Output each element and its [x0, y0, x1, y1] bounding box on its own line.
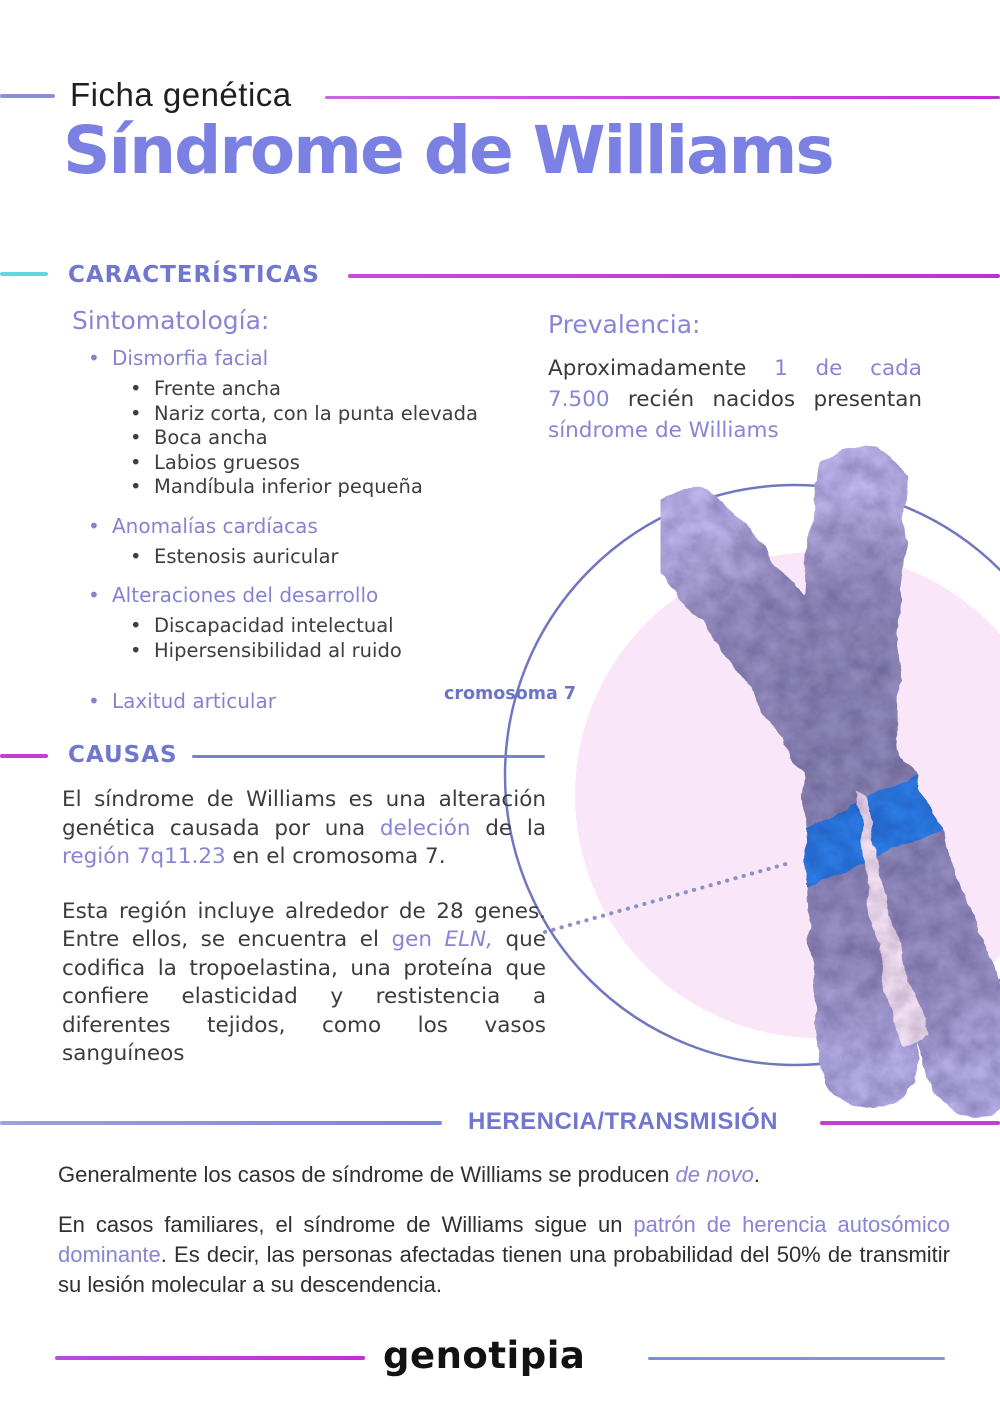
symptom-item: Labios gruesos — [86, 451, 540, 476]
causas-text-block: El síndrome de Williams es una alteració… — [62, 786, 546, 1069]
symptom-item: Nariz corta, con la punta elevada — [86, 402, 540, 427]
leader-dotted-line — [543, 860, 795, 934]
herencia-left-rule — [0, 1121, 442, 1125]
footer-right-rule — [648, 1357, 945, 1360]
header-left-rule — [0, 94, 55, 98]
symptom-sublist: Frente anchaNariz corta, con la punta el… — [86, 377, 540, 500]
logo-bar-cyan — [608, 1342, 615, 1369]
chromosome-7-label: cromosoma 7 — [444, 684, 577, 704]
causas-heading: CAUSAS — [68, 742, 178, 768]
body-text: . Es decir, las personas afectadas tiene… — [58, 1242, 950, 1297]
caracteristicas-left-rule — [0, 272, 48, 276]
causas-left-rule — [0, 754, 48, 758]
body-text: Aproximadamente — [548, 356, 775, 381]
body-text: El síndrome de Williams es una alteració… — [62, 787, 546, 841]
symptom-item: Mandíbula inferior pequeña — [86, 475, 540, 500]
herencia-paragraph-1: Generalmente los casos de síndrome de Wi… — [58, 1162, 950, 1188]
herencia-heading: HERENCIA/TRANSMISIÓN — [468, 1108, 779, 1135]
highlighted-text: región 7q11.23 — [62, 844, 226, 869]
herencia-right-rule — [820, 1121, 1000, 1125]
symptom-group: Laxitud articular — [86, 689, 540, 713]
highlighted-text: ELN, — [444, 927, 493, 952]
footer-left-rule — [55, 1356, 365, 1360]
symptom-sublist: Estenosis auricular — [86, 545, 540, 570]
caracteristicas-right-rule — [348, 274, 1000, 278]
symptom-category-label: Dismorfia facial — [86, 346, 540, 370]
logo-bar-blue — [596, 1342, 603, 1369]
purple-ring — [503, 483, 1000, 1067]
symptom-item: Frente ancha — [86, 377, 540, 402]
chromatid-notch — [855, 792, 927, 1048]
logo-bar-magenta — [620, 1342, 627, 1369]
sintomatologia-label: Sintomatología: — [72, 306, 270, 335]
body-text: recién nacidos presentan — [609, 387, 922, 412]
highlighted-text: de novo — [675, 1162, 754, 1187]
symptom-sublist: Discapacidad intelectualHipersensibilida… — [86, 614, 540, 663]
symptom-group: Dismorfia facialFrente anchaNariz corta,… — [86, 346, 540, 500]
genotipia-logo: genotipia — [383, 1334, 586, 1377]
symptom-category-label: Anomalías cardíacas — [86, 514, 540, 538]
caracteristicas-heading: CARACTERÍSTICAS — [68, 262, 320, 288]
body-text: en el cromosoma 7. — [225, 844, 446, 869]
highlighted-text: síndrome de Williams — [548, 418, 779, 443]
herencia-paragraph-2: En casos familiares, el síndrome de Will… — [58, 1210, 950, 1300]
genotipia-logo-bars-icon — [596, 1342, 648, 1369]
body-text: que codifica la tropoelastina, una prote… — [62, 927, 546, 1066]
symptom-item: Estenosis auricular — [86, 545, 540, 570]
header-right-rule — [325, 96, 1000, 99]
causas-right-rule — [192, 755, 545, 758]
chromosome-7-figure — [503, 447, 1000, 1118]
causas-paragraph-2: Esta región incluye alrededor de 28 gene… — [62, 898, 546, 1069]
chromosome-body — [642, 447, 1000, 1118]
symptom-item: Discapacidad intelectual — [86, 614, 540, 639]
symptom-list: Dismorfia facialFrente anchaNariz corta,… — [86, 346, 540, 713]
symptom-category-label: Alteraciones del desarrollo — [86, 583, 540, 607]
symptom-item: Hipersensibilidad al ruido — [86, 639, 540, 664]
body-text: de la — [470, 815, 546, 841]
symptom-group: Anomalías cardíacasEstenosis auricular — [86, 514, 540, 570]
body-text: Esta región incluye alrededor de 28 gene… — [62, 898, 546, 953]
highlighted-text: 1 de cada 7.500 — [548, 356, 922, 412]
page-title: Síndrome de Williams — [63, 112, 835, 189]
causas-paragraph-1: El síndrome de Williams es una alteració… — [62, 786, 546, 872]
body-text: Generalmente los casos de síndrome de Wi… — [58, 1162, 676, 1187]
prevalencia-label: Prevalencia: — [548, 310, 701, 339]
symptom-group: Alteraciones del desarrolloDiscapacidad … — [86, 583, 540, 663]
prevalencia-text: Aproximadamente 1 de cada 7.500 recién n… — [548, 353, 922, 446]
deletion-band-blue — [766, 755, 984, 897]
highlighted-text: gen — [391, 927, 445, 952]
body-text: . — [753, 1162, 760, 1187]
prevalencia-block: Prevalencia: Aproximadamente 1 de cada 7… — [548, 310, 922, 446]
body-text: En casos familiares, el síndrome de Will… — [58, 1212, 634, 1237]
logo-bar-purple — [641, 1342, 648, 1369]
highlighted-text: deleción — [379, 815, 471, 841]
symptom-category-label: Laxitud articular — [86, 689, 540, 713]
eyebrow-label: Ficha genética — [70, 76, 292, 113]
symptom-item: Boca ancha — [86, 426, 540, 451]
highlighted-text: patrón de herencia autosómico dominante — [58, 1212, 950, 1267]
